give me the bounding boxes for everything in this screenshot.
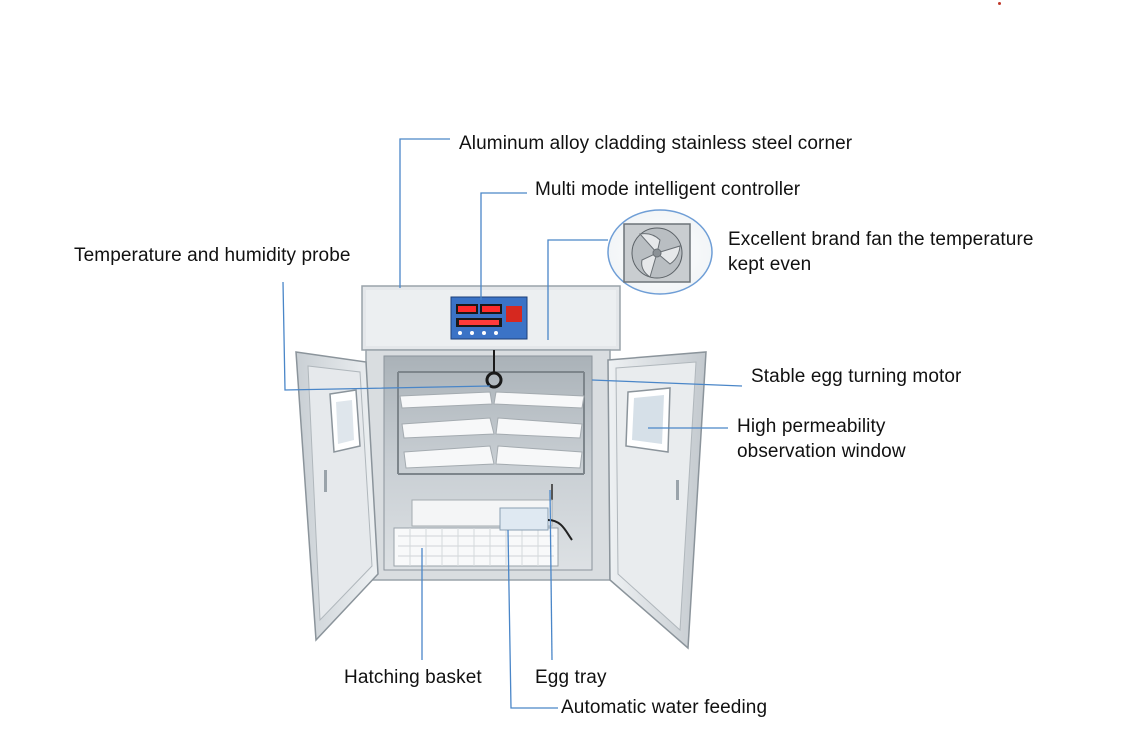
egg-rack	[397, 350, 585, 500]
hatching-basket-art	[393, 499, 573, 567]
red-marker-dot	[998, 2, 1001, 5]
label-water: Automatic water feeding	[561, 697, 768, 718]
label-basket: Hatching basket	[344, 667, 482, 688]
leader-lines	[282, 138, 743, 709]
label-window-line2: observation window	[737, 441, 906, 462]
left-door	[295, 351, 379, 642]
right-door	[607, 351, 707, 650]
label-tray: Egg tray	[535, 667, 607, 688]
fan-icon	[639, 233, 681, 278]
label-fan-line2: kept even	[728, 254, 812, 275]
label-controller: Multi mode intelligent controller	[535, 179, 801, 200]
label-window-line1: High permeability	[737, 416, 886, 437]
label-cladding: Aluminum alloy cladding stainless steel …	[459, 133, 853, 154]
controller-panel	[450, 296, 528, 340]
label-motor: Stable egg turning motor	[751, 366, 962, 387]
fan-inset	[607, 209, 713, 295]
label-fan-line1: Excellent brand fan the temperature	[728, 229, 1034, 250]
label-probe: Temperature and humidity probe	[74, 245, 351, 266]
